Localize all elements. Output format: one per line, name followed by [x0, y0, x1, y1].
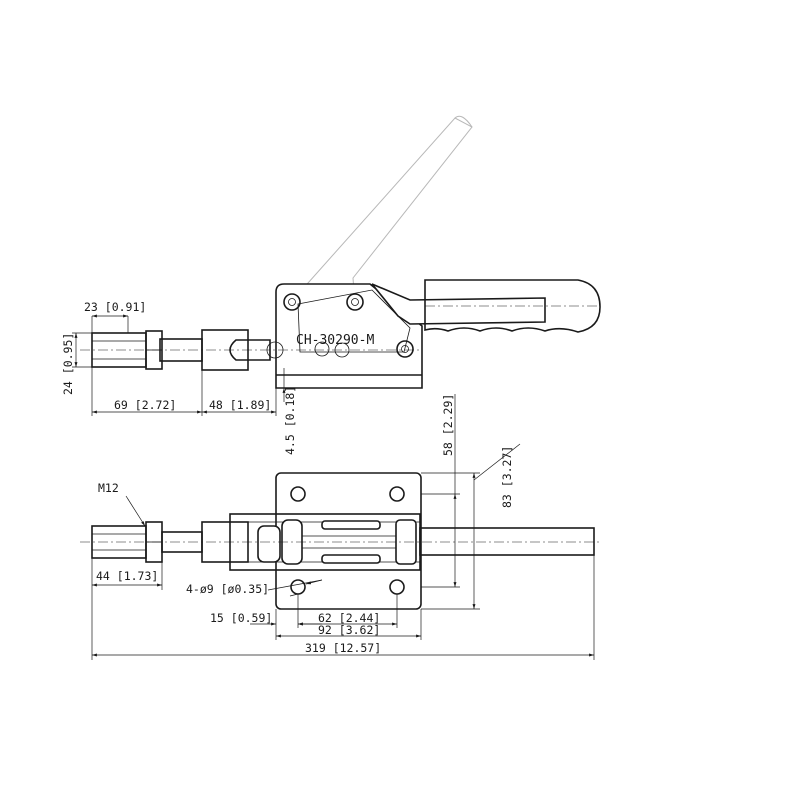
open-handle-ghost — [284, 115, 473, 301]
dim-length-44: 44 [1.73] — [96, 569, 158, 583]
mount-hole — [290, 486, 306, 502]
dim-length-62: 62 [2.44] — [318, 611, 380, 625]
mount-hole — [290, 579, 306, 595]
side-view: CH-30290-M — [80, 115, 601, 389]
dim-nut-width: 23 [0.91] — [84, 300, 146, 314]
pivot-hole — [346, 293, 364, 311]
mount-hole — [389, 486, 405, 502]
dim-overall-319: 319 [12.57] — [305, 641, 381, 655]
thread-label: M12 — [98, 481, 119, 495]
pivot-hole — [396, 340, 414, 358]
model-code: CH-30290-M — [296, 333, 374, 348]
dim-offset-4-5: 4.5 [0.18] — [283, 386, 297, 455]
handle-lever — [371, 283, 546, 325]
dim-holes: 4-ø9 [ø0.35] — [186, 582, 269, 596]
dim-length-69: 69 [2.72] — [114, 398, 176, 412]
top-view-dimensions: 58 [2.29] 83 [3.27] 44 [1.73] 4-ø9 [ø0.3… — [91, 394, 595, 660]
handle-grip — [424, 279, 601, 333]
dim-length-48: 48 [1.89] — [209, 398, 271, 412]
dim-length-92: 92 [3.62] — [318, 623, 380, 637]
link-arm — [229, 339, 271, 361]
dim-height-24: 24 [0.95] — [61, 333, 75, 395]
dim-height-58: 58 [2.29] — [441, 394, 455, 456]
body-plate — [275, 283, 423, 389]
dim-length-15: 15 [0.59] — [210, 611, 272, 625]
mount-hole — [389, 579, 405, 595]
pivot-hole — [283, 293, 301, 311]
side-view-dimensions: 23 [0.91] 24 [0.95] 69 [2.72] 48 [1.89] … — [61, 300, 297, 455]
dim-height-83: 83 [3.27] — [500, 446, 514, 508]
top-view: M12 — [80, 472, 600, 610]
handle-shaft — [419, 527, 595, 556]
